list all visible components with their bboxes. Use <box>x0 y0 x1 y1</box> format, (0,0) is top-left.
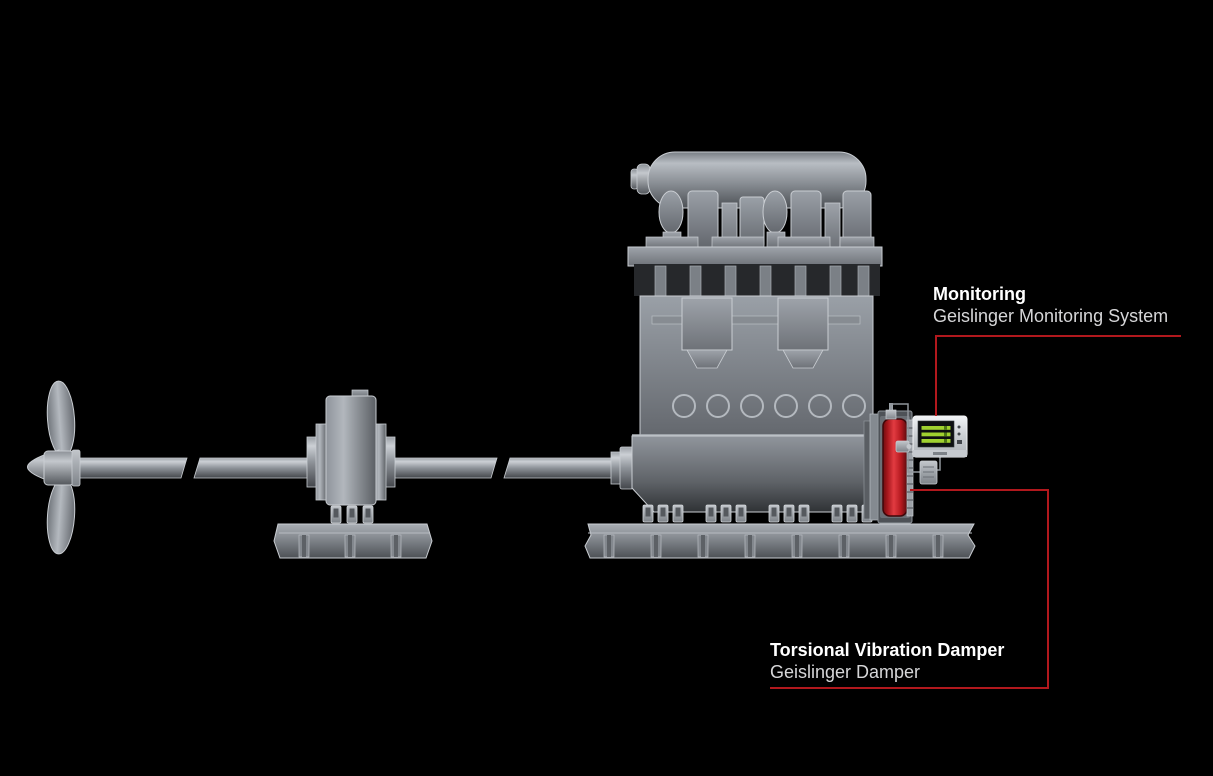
shaft-segment-4 <box>503 457 613 479</box>
inspection-port <box>706 394 730 418</box>
shaft-segment-1 <box>78 457 188 479</box>
wire-damper-to-junction <box>890 403 920 473</box>
intake-elbow-1 <box>658 190 684 234</box>
inspection-port <box>740 394 764 418</box>
damper-label-subtitle: Geislinger Damper <box>770 662 921 682</box>
inspection-port <box>672 394 696 418</box>
monitoring-label: Monitoring Geislinger Monitoring System <box>933 283 1168 327</box>
propeller-shaft <box>78 446 634 490</box>
engine-block <box>639 295 874 437</box>
shaft-collar <box>610 451 622 485</box>
engine <box>627 151 883 523</box>
inspection-port <box>774 394 798 418</box>
monitor-bar-3 <box>921 439 951 443</box>
propeller <box>27 380 81 555</box>
deck-tab-4 <box>839 236 875 249</box>
bearing-collar-left <box>306 436 318 488</box>
engine-foundation <box>584 523 976 559</box>
propeller-hub <box>43 450 75 486</box>
annotation-lines <box>770 335 1181 689</box>
deck-recess <box>634 264 880 296</box>
propeller-blade-top <box>46 380 76 458</box>
intermediate-bearing <box>306 389 396 524</box>
monitor-button-1 <box>957 425 961 429</box>
monitor-bar-shade-2 <box>944 432 947 437</box>
junction-box-vents <box>923 466 934 478</box>
bearing-flange-left <box>315 423 328 501</box>
junction-box <box>919 460 938 485</box>
propeller-blade-bottom <box>46 477 76 555</box>
crankcase-body <box>631 435 874 513</box>
crankshaft-flange <box>619 446 634 490</box>
monitor-bar-shade-1 <box>944 426 947 430</box>
bearing-housing <box>325 395 377 506</box>
wire-monitor-to-junction <box>937 457 941 471</box>
monitoring-label-subtitle: Geislinger Monitoring System <box>933 306 1169 326</box>
deck-tab-3 <box>777 236 831 249</box>
sensor-wires <box>890 403 941 473</box>
engine-end-plates <box>863 413 881 521</box>
inspection-ports <box>672 394 866 418</box>
engine-cylinder-heads <box>658 190 872 248</box>
deck-tab-2 <box>711 236 765 249</box>
inspection-port <box>808 394 832 418</box>
block-rail <box>651 315 861 325</box>
cooler-bracket-1 <box>681 297 733 351</box>
propeller-hub-flange <box>71 449 81 487</box>
engine-crankcase <box>631 434 874 523</box>
shaft-segment-3 <box>379 457 498 479</box>
monitor-bar-1 <box>921 426 951 430</box>
damper-rim-bolts <box>907 427 913 509</box>
monitoring-label-title: Monitoring <box>933 284 1026 304</box>
cooler-funnel-1 <box>686 349 728 369</box>
damper-sensor <box>895 440 912 453</box>
engine-base-plate <box>584 523 976 559</box>
intake-elbow-2 <box>762 190 788 234</box>
bearing-flange-right <box>374 423 387 501</box>
deck-tab-1 <box>645 236 699 249</box>
sensor-tip <box>906 444 912 449</box>
cooler-bracket-2 <box>777 297 829 351</box>
monitor-button-3 <box>957 440 962 444</box>
monitor-bottom-dash <box>933 452 947 455</box>
damper-label-title: Torsional Vibration Damper <box>770 640 1005 660</box>
monitor-button-2 <box>957 432 961 436</box>
annotation-line-monitoring <box>935 335 1181 416</box>
engine-deck <box>627 236 883 297</box>
inspection-port <box>842 394 866 418</box>
annotation-line-damper <box>770 489 1049 689</box>
monitor-bar-shade-3 <box>944 439 947 443</box>
damper-red-disc <box>882 418 908 517</box>
bearing-foundation <box>273 523 433 559</box>
damper-top-pin <box>885 409 897 420</box>
monitor-bar-2 <box>921 432 951 437</box>
deck-slab <box>627 246 883 267</box>
monitoring-display <box>912 415 968 458</box>
damper-label: Torsional Vibration Damper Geislinger Da… <box>770 639 1004 683</box>
bearing-collar-right <box>384 436 396 488</box>
cooler-funnel-2 <box>782 349 824 369</box>
